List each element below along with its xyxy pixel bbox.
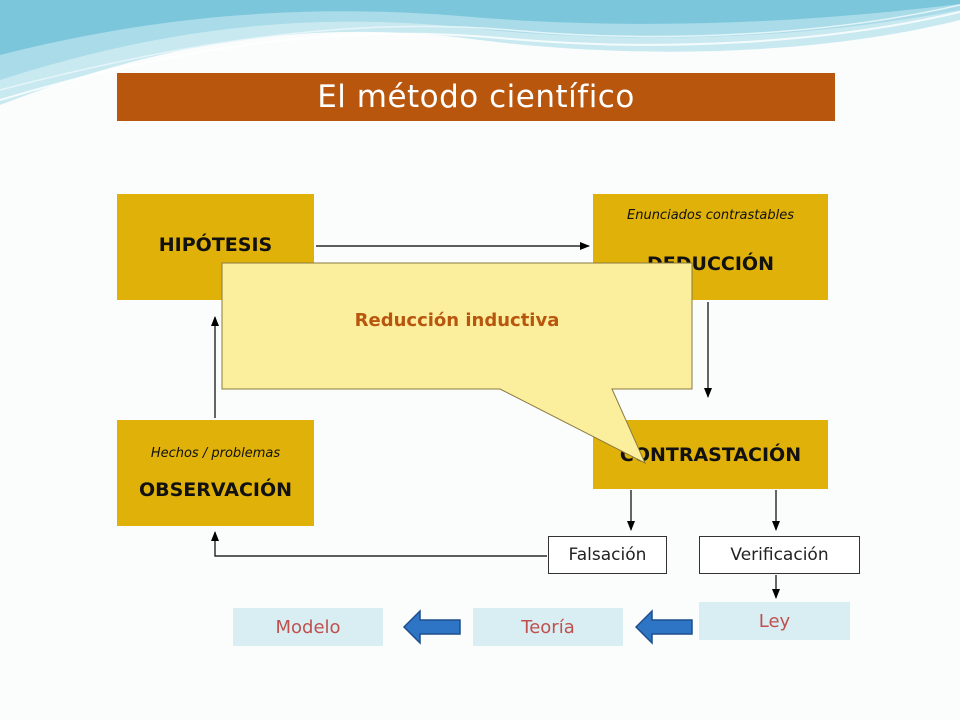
- observacion-sublabel: Hechos / problemas: [150, 445, 281, 461]
- arrow-falsacion-to-observacion: [211, 531, 547, 557]
- teoria-box: Teoría: [473, 608, 623, 646]
- hipotesis-label: HIPÓTESIS: [158, 234, 273, 256]
- verificacion-label: Verificación: [730, 545, 829, 565]
- modelo-box: Modelo: [233, 608, 383, 646]
- verificacion-box: Verificación: [699, 536, 860, 574]
- page-title: El método científico: [317, 79, 635, 115]
- deduccion-sublabel: Enunciados contrastables: [627, 208, 794, 223]
- ley-label: Ley: [758, 610, 791, 632]
- teoria-label: Teoría: [521, 616, 575, 638]
- big-arrow-ley-to-teoria: [634, 609, 693, 645]
- callout-text: Reducción inductiva: [354, 310, 560, 331]
- title-bar: El método científico: [117, 73, 835, 121]
- observacion-label: OBSERVACIÓN: [138, 478, 293, 501]
- falsacion-label: Falsación: [568, 545, 647, 565]
- contrastacion-label: CONTRASTACIÓN: [619, 443, 802, 466]
- falsacion-box: Falsación: [548, 536, 667, 574]
- modelo-label: Modelo: [275, 616, 341, 638]
- wave-header-decoration: [0, 0, 960, 105]
- observacion-box: Hechos / problemas OBSERVACIÓN: [117, 420, 314, 526]
- big-arrow-teoria-to-modelo: [402, 609, 461, 645]
- ley-box: Ley: [699, 602, 850, 640]
